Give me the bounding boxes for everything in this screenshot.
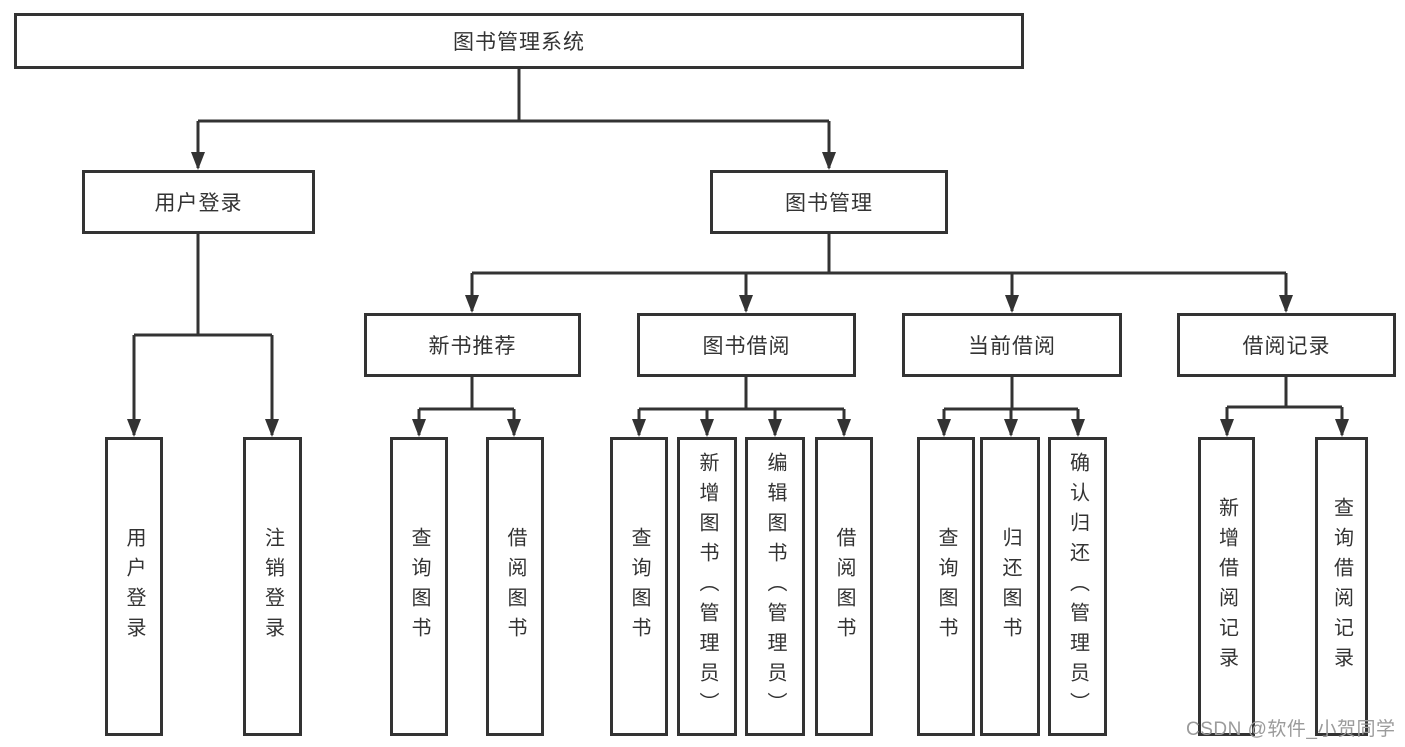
leaf-add-borrow-record: 新增借阅记录 bbox=[1198, 437, 1255, 736]
node-book-management: 图书管理 bbox=[710, 170, 948, 234]
node-root: 图书管理系统 bbox=[14, 13, 1024, 69]
leaf-return-books: 归还图书 bbox=[980, 437, 1040, 736]
leaf-confirm-return-admin: 确认归还（管理员） bbox=[1048, 437, 1107, 736]
csdn-watermark: CSDN @软件_小贺同学 bbox=[1186, 719, 1396, 740]
leaf-borrow-books: 借阅图书 bbox=[815, 437, 873, 736]
leaf-add-books-admin: 新增图书（管理员） bbox=[677, 437, 737, 736]
node-current-borrow: 当前借阅 bbox=[902, 313, 1122, 377]
leaf-user-login: 用户登录 bbox=[105, 437, 163, 736]
leaf-recommend-query-books: 查询图书 bbox=[390, 437, 448, 736]
leaf-query-borrow-record: 查询借阅记录 bbox=[1315, 437, 1368, 736]
leaf-borrow-query-books: 查询图书 bbox=[610, 437, 668, 736]
node-user-login: 用户登录 bbox=[82, 170, 315, 234]
leaf-logout: 注销登录 bbox=[243, 437, 302, 736]
leaf-recommend-borrow-books: 借阅图书 bbox=[486, 437, 544, 736]
node-new-book-recommend: 新书推荐 bbox=[364, 313, 581, 377]
node-borrow-records: 借阅记录 bbox=[1177, 313, 1396, 377]
leaf-current-query-books: 查询图书 bbox=[917, 437, 975, 736]
node-book-borrow: 图书借阅 bbox=[637, 313, 856, 377]
leaf-edit-books-admin: 编辑图书（管理员） bbox=[745, 437, 805, 736]
